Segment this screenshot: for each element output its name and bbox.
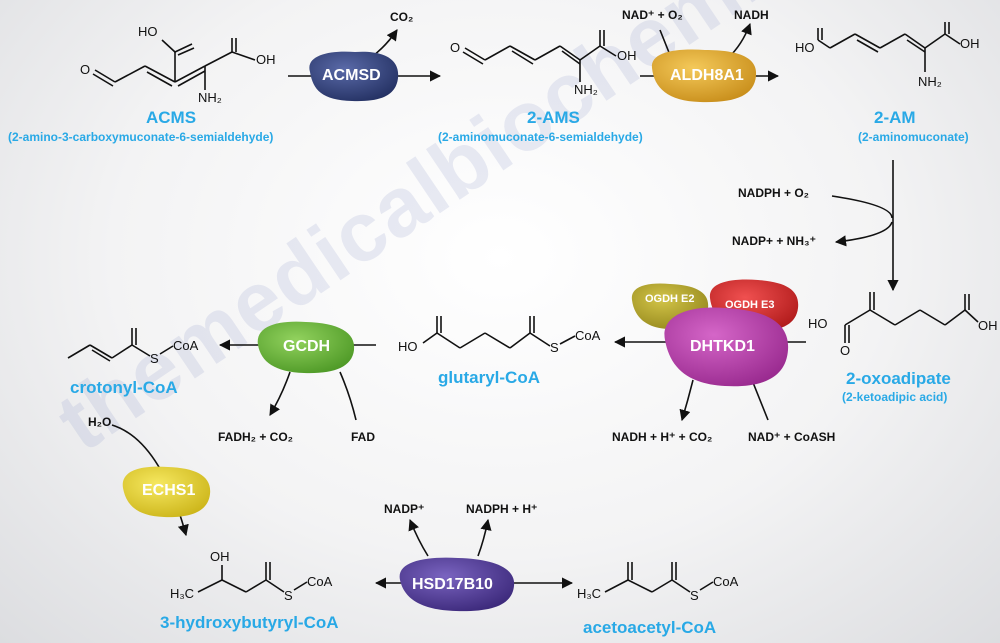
acetoacetyl-structure [604, 562, 714, 593]
ams-o: O [450, 40, 461, 55]
ams-label: 2-AMS [527, 108, 580, 127]
ogdh-e3-label: OGDH E3 [725, 299, 775, 311]
crotonyl-structure [67, 328, 174, 362]
nadh-h-co2-label: NADH + H⁺ + CO₂ [612, 430, 713, 444]
glutaryl-ho: HO [398, 339, 418, 354]
fad-label: FAD [351, 430, 375, 444]
aa-h3c: H₃C [577, 586, 602, 601]
nad-coash-label: NAD⁺ + CoASH [748, 430, 836, 444]
dhtkd1-enzyme [664, 307, 789, 387]
fadh2-co2-label: FADH₂ + CO₂ [218, 430, 294, 444]
am-structure [817, 22, 961, 72]
oxoadipate-structure [844, 292, 979, 343]
aa-coa: CoA [713, 574, 739, 589]
h2o-label: H₂O [88, 415, 112, 429]
gcdh-label: GCDH [283, 338, 331, 355]
dhtkd1-label: DHTKD1 [690, 338, 755, 355]
oxoadipate-fullname: (2-ketoadipic acid) [842, 390, 948, 404]
glutaryl-coa: CoA [575, 328, 601, 343]
acms-ho: HO [138, 24, 158, 39]
nadh-label: NADH [734, 8, 769, 22]
co2-label: CO₂ [390, 10, 414, 24]
ams-fullname: (2-aminomuconate-6-semialdehyde) [438, 130, 643, 144]
hb-coa: CoA [307, 574, 333, 589]
hb-h3c: H₃C [170, 586, 195, 601]
oxo-oh: OH [978, 318, 998, 333]
acms-oh: OH [256, 52, 276, 67]
acetoacetyl-label: acetoacetyl-CoA [583, 618, 717, 637]
crotonyl-s: S [150, 351, 159, 366]
oxoadipate-label: 2-oxoadipate [846, 369, 951, 388]
aa-s: S [690, 588, 699, 603]
nadph-o2-label: NADPH + O₂ [738, 186, 810, 200]
ams-structure [462, 30, 617, 82]
echs1-enzyme [122, 466, 211, 518]
acms-structure [92, 38, 256, 90]
oxo-o: O [840, 343, 851, 358]
aldh8a1-label: ALDH8A1 [670, 67, 744, 84]
acms-label: ACMS [146, 108, 197, 127]
nadp-nh3-label: NADP+ + NH₃⁺ [732, 234, 816, 248]
am-ho: HO [795, 40, 815, 55]
hydroxybutyryl-label: 3-hydroxybutyryl-CoA [160, 613, 339, 632]
glutaryl-s: S [550, 340, 559, 355]
acmsd-label: ACMSD [322, 67, 381, 84]
crotonyl-coa-atom: CoA [173, 338, 199, 353]
am-label: 2-AM [874, 108, 916, 127]
ogdh-e2-label: OGDH E2 [645, 293, 695, 305]
hb-oh: OH [210, 549, 230, 564]
echs1-label: ECHS1 [142, 482, 196, 499]
ams-nh2: NH₂ [574, 82, 598, 97]
glutaryl-label: glutaryl-CoA [438, 368, 540, 387]
nadph-h-label: NADPH + H⁺ [466, 502, 538, 516]
gcdh-enzyme [257, 321, 355, 374]
am-nh2: NH₂ [918, 74, 942, 89]
am-oh: OH [960, 36, 980, 51]
hsd17b10-label: HSD17B10 [412, 576, 493, 593]
oxo-ho: HO [808, 316, 828, 331]
glutaryl-structure [422, 316, 576, 349]
acms-o: O [80, 62, 91, 77]
hb-s: S [284, 588, 293, 603]
crotonyl-label: crotonyl-CoA [70, 378, 178, 397]
ams-oh: OH [617, 48, 637, 63]
nadp-label: NADP⁺ [384, 502, 425, 516]
am-fullname: (2-aminomuconate) [858, 130, 969, 144]
hydroxybutyryl-structure [197, 562, 308, 593]
acmsd-enzyme [309, 51, 399, 102]
acms-nh2: NH₂ [198, 90, 222, 105]
hsd17b10-enzyme [399, 557, 515, 612]
aldh8a1-enzyme [651, 49, 757, 103]
nad-o2-label: NAD⁺ + O₂ [622, 8, 683, 22]
acms-fullname: (2-amino-3-carboxymuconate-6-semialdehyd… [8, 130, 274, 144]
